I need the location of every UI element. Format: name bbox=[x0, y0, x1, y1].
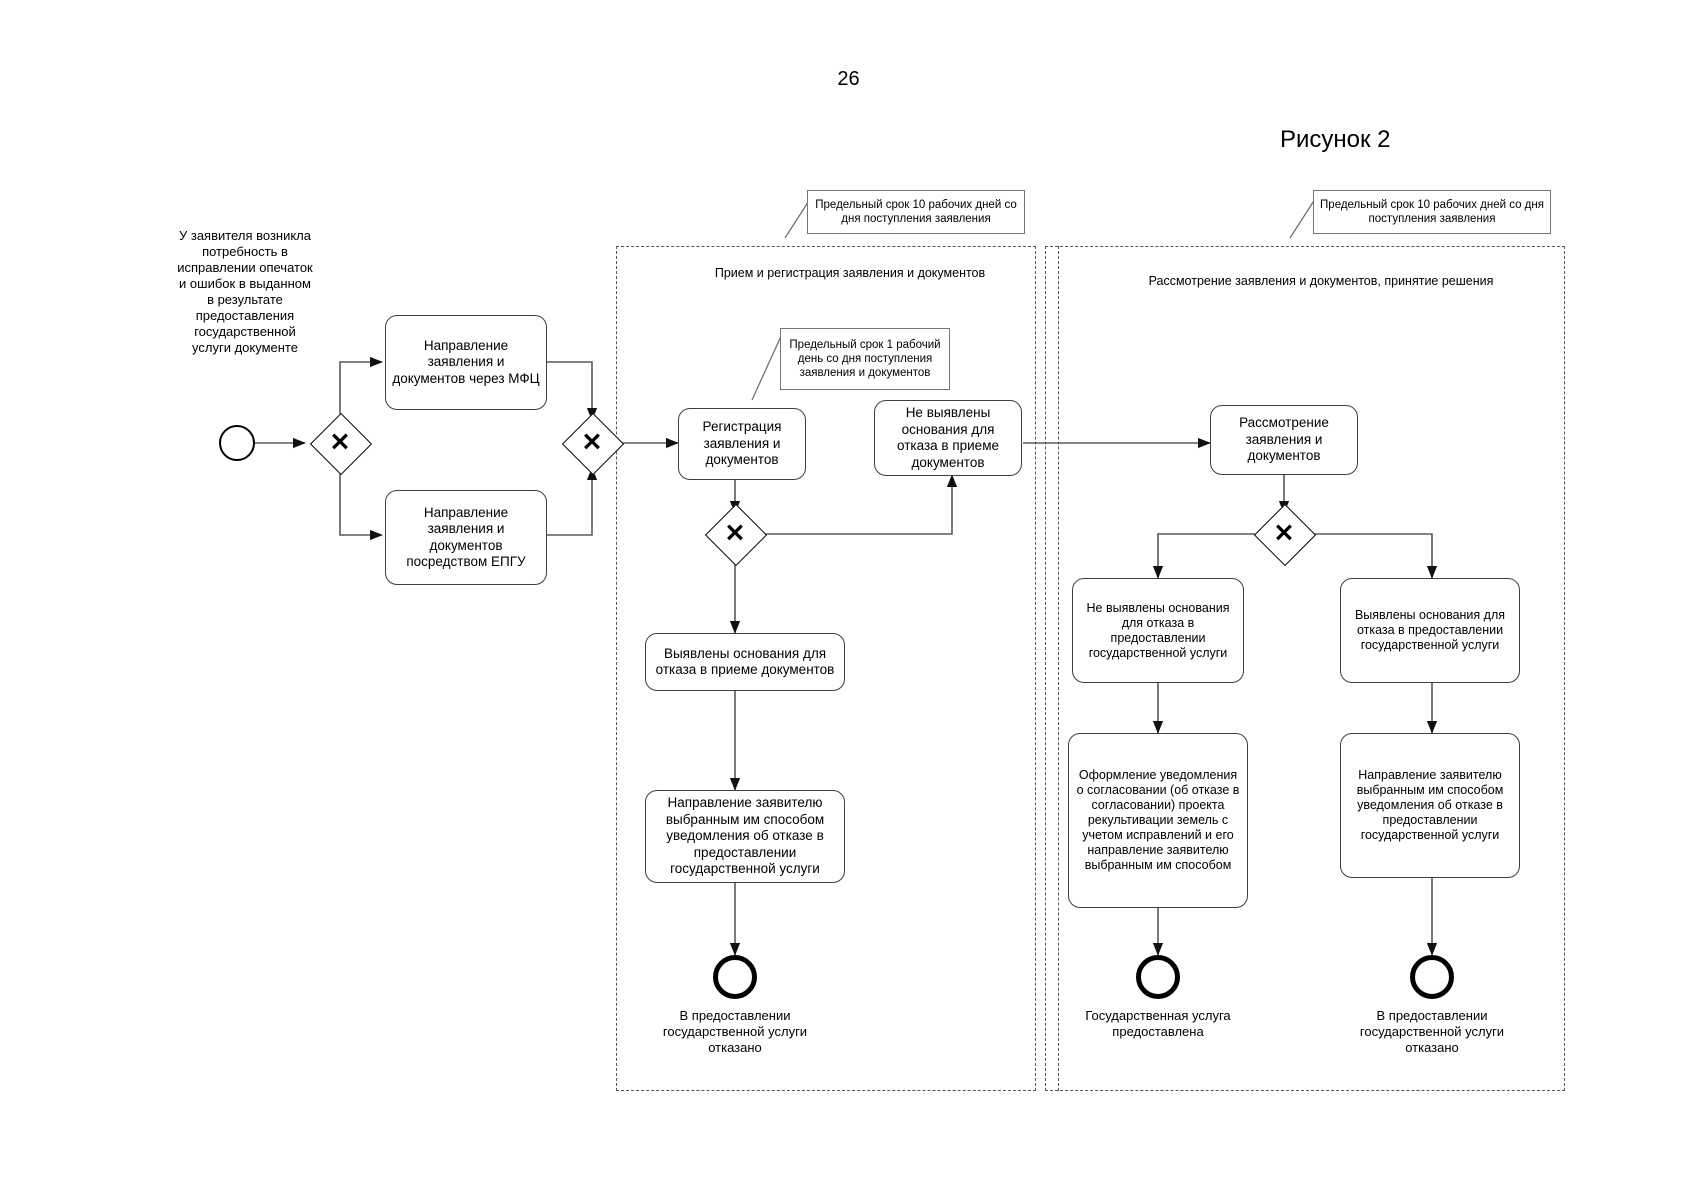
end-event-service-granted[interactable] bbox=[1136, 955, 1180, 999]
end-event-refusal-service-label: В предоставлении государственной услуги … bbox=[1359, 1008, 1505, 1055]
gateway-accept-decision[interactable]: ✕ bbox=[704, 503, 768, 567]
task-submit-via-mfc[interactable]: Направление заявления и документов через… bbox=[385, 315, 547, 410]
task-review-application[interactable]: Рассмотрение заявления и документов bbox=[1210, 405, 1358, 475]
task-submit-via-epgu[interactable]: Направление заявления и документов посре… bbox=[385, 490, 547, 585]
task-notify-refusal-service[interactable]: Направление заявителю выбранным им спосо… bbox=[1340, 733, 1520, 878]
task-grounds-refusal-service[interactable]: Выявлены основания для отказа в предоста… bbox=[1340, 578, 1520, 683]
task-no-grounds-refusal-acceptance[interactable]: Не выявлены основания для отказа в прием… bbox=[874, 400, 1022, 476]
start-event-label: У заявителя возникла потребность в испра… bbox=[177, 228, 313, 355]
note-registration: Предельный срок 1 рабочий день со дня по… bbox=[780, 328, 950, 390]
lane-registration-title: Прием и регистрация заявления и документ… bbox=[714, 266, 986, 280]
end-event-service-granted-label: Государственная услуга предоставлена bbox=[1085, 1008, 1231, 1039]
task-issue-approval-notice[interactable]: Оформление уведомления о согласовании (о… bbox=[1068, 733, 1248, 908]
figure-caption: Рисунок 2 bbox=[1280, 126, 1391, 153]
end-event-refusal-acceptance[interactable] bbox=[713, 955, 757, 999]
gateway-service-decision[interactable]: ✕ bbox=[1253, 503, 1317, 567]
gateway-split-channel[interactable]: ✕ bbox=[309, 412, 373, 476]
note-lane1: Предельный срок 10 рабочих дней со дня п… bbox=[807, 190, 1025, 234]
task-no-grounds-refusal-service[interactable]: Не выявлены основания для отказа в предо… bbox=[1072, 578, 1244, 683]
task-registration[interactable]: Регистрация заявления и документов bbox=[678, 408, 806, 480]
task-notify-refusal-acceptance[interactable]: Направление заявителю выбранным им спосо… bbox=[645, 790, 845, 883]
lane-registration: Прием и регистрация заявления и документ… bbox=[616, 246, 1036, 1091]
lane-review: Рассмотрение заявления и документов, при… bbox=[1045, 246, 1565, 1091]
page-number: 26 bbox=[837, 68, 860, 90]
start-event[interactable] bbox=[219, 425, 255, 461]
end-event-refusal-acceptance-label: В предоставлении государственной услуги … bbox=[662, 1008, 808, 1055]
note-lane2: Предельный срок 10 рабочих дней со дня п… bbox=[1313, 190, 1551, 234]
gateway-join-channel[interactable]: ✕ bbox=[561, 412, 625, 476]
lane-review-title: Рассмотрение заявления и документов, при… bbox=[1148, 274, 1494, 288]
lane-review-inner-edge bbox=[1058, 246, 1059, 1091]
end-event-refusal-service[interactable] bbox=[1410, 955, 1454, 999]
task-grounds-refusal-acceptance[interactable]: Выявлены основания для отказа в приеме д… bbox=[645, 633, 845, 691]
